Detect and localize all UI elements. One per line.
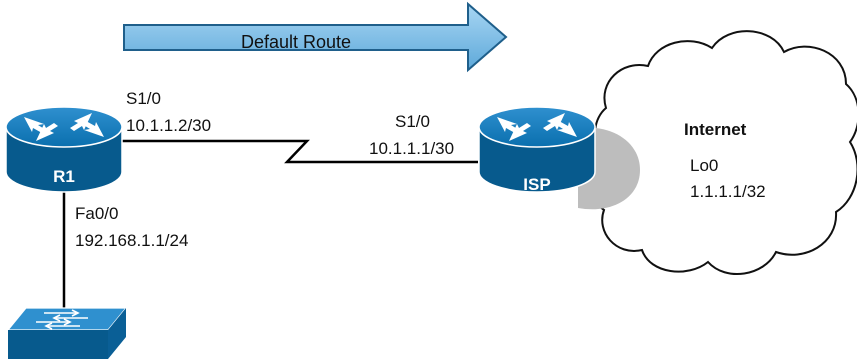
internet-label: Internet bbox=[684, 120, 747, 139]
r1-serial-interface: S1/0 bbox=[126, 89, 161, 108]
router-isp: ISP bbox=[478, 106, 596, 194]
switch-icon bbox=[6, 307, 128, 359]
isp-name: ISP bbox=[523, 175, 550, 194]
loopback-ip: 1.1.1.1/32 bbox=[690, 182, 766, 201]
isp-serial-ip: 10.1.1.1/30 bbox=[369, 139, 454, 158]
loopback-interface: Lo0 bbox=[690, 156, 718, 175]
isp-serial-interface: S1/0 bbox=[395, 112, 430, 131]
r1-lan-ip: 192.168.1.1/24 bbox=[75, 231, 188, 250]
r1-name: R1 bbox=[53, 167, 75, 186]
r1-lan-interface: Fa0/0 bbox=[75, 204, 118, 223]
default-route-arrow: Default Route bbox=[123, 1, 508, 73]
r1-serial-ip: 10.1.1.2/30 bbox=[126, 116, 211, 135]
default-route-label: Default Route bbox=[241, 32, 351, 52]
serial-link-icon bbox=[122, 139, 478, 164]
cloud-icon bbox=[588, 30, 857, 276]
router-icon bbox=[478, 106, 596, 193]
router-icon bbox=[5, 106, 123, 193]
router-r1: R1 bbox=[5, 106, 123, 193]
